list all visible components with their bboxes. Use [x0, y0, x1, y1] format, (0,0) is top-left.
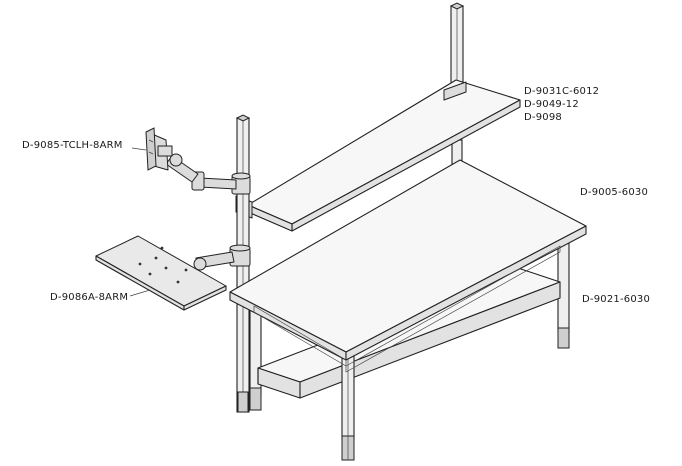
label-workbench-top: D-9005-6030 — [580, 187, 649, 198]
rear-upright-post — [449, 2, 465, 169]
label-keyboard-tray: D-9086A-8ARM — [50, 292, 129, 303]
workbench-top — [229, 159, 587, 373]
front-left-leg — [341, 351, 355, 461]
keyboard-tray-assembly — [95, 235, 251, 311]
label-bottom-shelf: D-9021-6030 — [582, 294, 651, 305]
label-upper-shelf-1: D-9031C-6012 — [524, 86, 600, 97]
rear-left-leg — [249, 305, 262, 411]
monitor-arm-assembly — [145, 127, 251, 195]
label-upper-shelf-2: D-9049-12 — [524, 99, 579, 110]
upper-shelf — [235, 79, 521, 232]
label-upper-shelf-3: D-9098 — [524, 112, 562, 123]
leader-lines — [129, 147, 151, 297]
label-monitor-arm: D-9085-TCLH-8ARM — [22, 140, 123, 151]
